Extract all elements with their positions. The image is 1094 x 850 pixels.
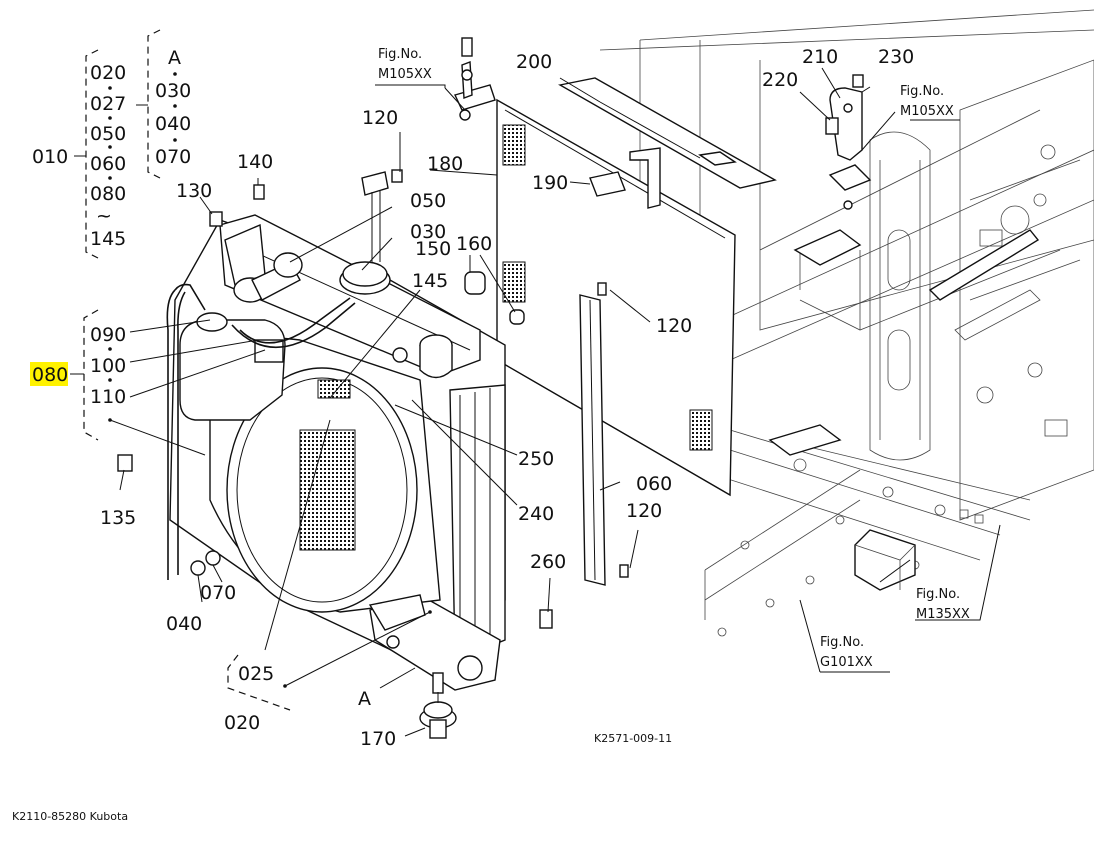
top-bracket-bar	[558, 77, 777, 209]
label-070: 070	[155, 146, 191, 168]
drawing-code: K2571-009-11	[594, 732, 672, 745]
label-050: 050	[90, 123, 126, 145]
label-020-bottom: 020	[224, 712, 260, 734]
rubber-mounts	[464, 271, 525, 325]
fig-ref-1-title: Fig.No.	[378, 47, 422, 62]
label-090: 090	[90, 324, 126, 346]
label-250: 250	[518, 448, 554, 470]
label-120-lower: 120	[626, 500, 662, 522]
label-030-cap: 030	[410, 221, 446, 243]
leader-lines	[109, 67, 1001, 737]
group-brackets: ~	[70, 29, 432, 711]
label-260: 260	[530, 551, 566, 573]
highlight-080	[30, 362, 68, 386]
label-020: 020	[90, 62, 126, 84]
label-120-top: 120	[362, 107, 398, 129]
label-040: 040	[155, 113, 191, 135]
label-100: 100	[90, 355, 126, 377]
label-145: 145	[90, 228, 126, 250]
hose-hardware	[117, 169, 553, 739]
label-140: 140	[237, 151, 273, 173]
label-220: 220	[762, 69, 798, 91]
fig-ref-2-code: M105XX	[900, 104, 954, 119]
fig-ref-1-code: M105XX	[378, 67, 432, 82]
label-145-shroud: 145	[412, 270, 448, 292]
label-030: 030	[155, 80, 191, 102]
label-010: 010	[32, 146, 68, 168]
label-040-bottom: 040	[166, 613, 202, 635]
tractor-frame	[599, 9, 1094, 637]
label-080: 080	[90, 183, 126, 205]
fig-ref-4-code: G101XX	[820, 655, 873, 670]
label-160: 160	[456, 233, 492, 255]
right-upper-bracket	[825, 74, 872, 210]
label-210: 210	[802, 46, 838, 68]
label-230: 230	[878, 46, 914, 68]
fig-ref-3-title: Fig.No.	[916, 587, 960, 602]
label-135: 135	[100, 507, 136, 529]
fig-ref-2-title: Fig.No.	[900, 84, 944, 99]
svg-text:~: ~	[96, 205, 112, 227]
reserve-tank	[166, 283, 356, 580]
label-240: 240	[518, 503, 554, 525]
label-025: 025	[238, 663, 274, 685]
fig-ref-4-title: Fig.No.	[820, 635, 864, 650]
label-080-highlight: 080	[32, 364, 68, 386]
label-120-right: 120	[656, 315, 692, 337]
label-110: 110	[90, 386, 126, 408]
label-190: 190	[532, 172, 568, 194]
figure-references: Fig.No. M105XX Fig.No. M105XX Fig.No. M1…	[378, 47, 970, 670]
side-plate	[579, 282, 629, 586]
label-150: 150	[415, 238, 451, 260]
label-070-bottom: 070	[200, 582, 236, 604]
part-labels: 010 020 027 050 060 080 145 A 030 040 07…	[32, 46, 914, 750]
seal-pad	[589, 171, 626, 197]
left-upper-bracket	[454, 37, 496, 121]
label-060-plate: 060	[636, 473, 672, 495]
label-170: 170	[360, 728, 396, 750]
label-050-hose: 050	[410, 190, 446, 212]
fig-ref-3-code: M135XX	[916, 607, 970, 622]
caption: K2110-85280 Kubota	[12, 810, 128, 823]
label-180: 180	[427, 153, 463, 175]
label-a-top: A	[168, 47, 181, 69]
label-060: 060	[90, 153, 126, 175]
label-a-bottom: A	[358, 688, 371, 710]
label-200: 200	[516, 51, 552, 73]
label-130: 130	[176, 180, 212, 202]
label-027: 027	[90, 93, 126, 115]
